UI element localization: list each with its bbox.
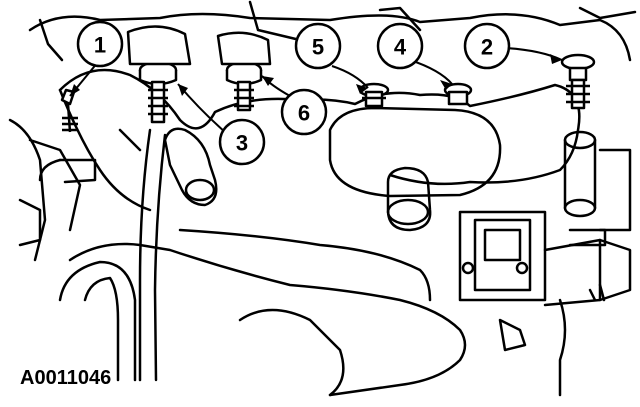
exhaust-manifold [58,68,581,186]
right-bracket [458,210,547,302]
callout-label-6: 6 [298,101,310,126]
callout-circle-2 [463,22,511,70]
oxygen-sensor [163,127,218,207]
callout-label-2: 2 [481,35,493,60]
leader-5 [331,65,369,89]
manifold-outlet-port [328,106,502,198]
nut-4 [443,82,473,106]
bolt-2 [560,53,596,110]
bolt-6 [216,31,272,112]
callout-circle-4 [376,22,424,70]
outlet-stud [386,166,432,232]
callout-label-4: 4 [394,35,407,60]
bolt-3 [126,25,192,124]
callout-circle-3 [218,118,266,166]
callout-label-5: 5 [312,35,324,60]
callout-label-3: 3 [236,131,248,156]
leader-4 [409,59,453,85]
figure-id: A0011046 [18,366,114,390]
callout-circle-5 [294,22,342,70]
dipstick-tube [138,128,152,382]
callout-circle-6 [280,88,328,136]
callout-circle-1 [76,20,124,68]
lower-engine-block [68,242,467,397]
engine-top-outline [28,12,632,62]
callout-label-1: 1 [94,33,106,58]
spacer-tube [563,138,597,210]
